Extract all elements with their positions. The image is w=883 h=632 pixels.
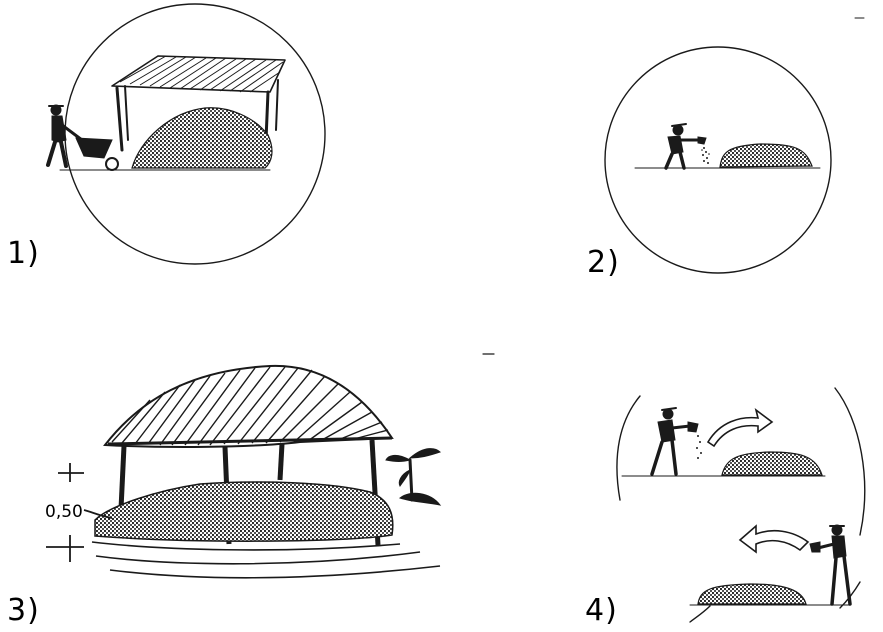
compost-pile-icon bbox=[95, 482, 393, 541]
panel-2: 2) bbox=[580, 0, 883, 300]
compost-heap-icon-2 bbox=[698, 584, 806, 604]
plant-icon bbox=[386, 449, 440, 505]
compost-heap-icon bbox=[720, 144, 812, 167]
worker-turning-icon bbox=[652, 408, 698, 474]
thatched-roof-icon bbox=[105, 366, 392, 447]
worker-wheelbarrow-icon bbox=[48, 105, 118, 170]
panel-4: 4) bbox=[580, 360, 883, 632]
panel-4-label: 4) bbox=[585, 596, 618, 626]
compost-heap-icon bbox=[722, 452, 822, 475]
panel-3-illustration bbox=[0, 330, 500, 632]
worker-shoveling-icon bbox=[666, 124, 706, 168]
compost-heap-icon bbox=[132, 108, 272, 168]
arrow-left-icon bbox=[740, 526, 808, 552]
panel-3: 0,50 3) bbox=[0, 330, 500, 632]
panel-1-label: 1) bbox=[7, 239, 40, 269]
falling-compost-icon bbox=[701, 147, 710, 164]
worker-turning-icon-2 bbox=[810, 525, 850, 604]
panel-3-label: 3) bbox=[7, 596, 40, 626]
panel-4-illustration bbox=[580, 360, 883, 632]
panel-2-label: 2) bbox=[587, 248, 620, 278]
height-mark-text: 0,50 bbox=[45, 502, 83, 522]
arrow-right-icon bbox=[708, 410, 772, 446]
panel-2-illustration bbox=[580, 0, 883, 300]
